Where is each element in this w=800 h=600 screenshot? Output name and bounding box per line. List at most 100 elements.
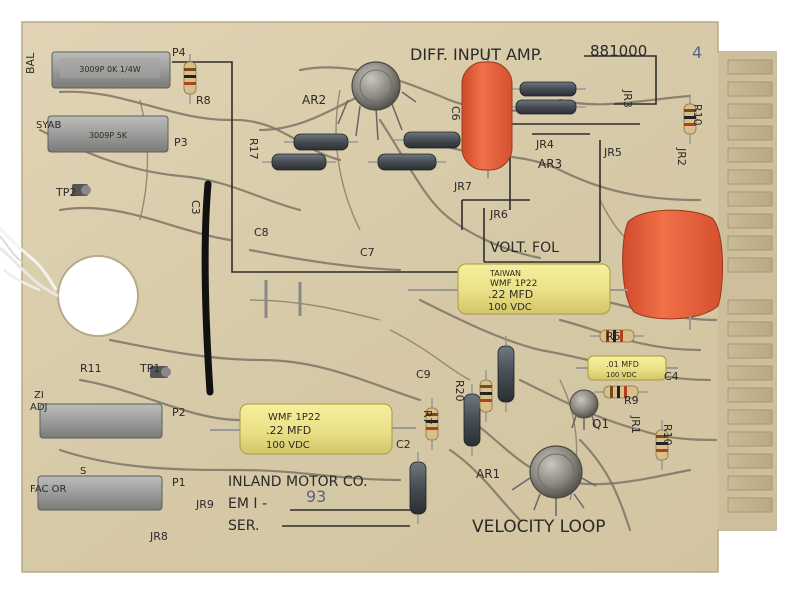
label-jr4: JR4	[535, 138, 554, 151]
label-r11: R11	[80, 362, 102, 375]
label-r10-lower: R10	[661, 424, 674, 446]
label-jr1: JR1	[629, 415, 642, 434]
resistor-r8	[183, 54, 197, 104]
label-c8: C8	[254, 226, 269, 239]
label-symb: SYAB	[36, 120, 62, 131]
op-amp-can-ar2	[337, 61, 417, 141]
label-c7: C7	[360, 246, 375, 259]
trimpot-p4: 3009P 0K 1/4W	[51, 51, 171, 89]
label-r9: R9	[624, 394, 639, 407]
label-r8: R8	[196, 94, 211, 107]
label-c4: C4	[664, 370, 679, 383]
string-tag	[0, 227, 59, 298]
label-ser: SER.	[228, 518, 259, 534]
connector-finger	[727, 257, 773, 273]
op-amp-can-ar1	[511, 445, 597, 516]
test-point-tp2	[72, 184, 91, 196]
mounting-hole	[57, 255, 139, 337]
capacitor-yellow-upper: TAIWAN WMF 1P22 .22 MFD 100 VDC	[408, 263, 628, 315]
label-p4: P4	[172, 46, 186, 59]
label-r20: R20	[453, 380, 466, 402]
label-company: INLAND MOTOR CO.	[228, 474, 368, 490]
label-jr7: JR7	[453, 180, 472, 193]
label-ar2: AR2	[302, 93, 326, 107]
resistor-tan	[655, 420, 669, 470]
label-ar3: AR3	[538, 157, 562, 171]
resistor-tan	[479, 370, 493, 422]
label-zero-adj-2: ADJ	[30, 402, 48, 413]
connector-finger	[727, 59, 773, 75]
capacitor-part-upper: WMF 1P22	[490, 279, 537, 289]
label-tp2: TP2	[55, 186, 76, 199]
connector-finger	[727, 365, 773, 381]
label-em: EM I -	[228, 496, 267, 512]
capacitor-value-lower: .22 MFD	[266, 424, 311, 437]
board-title: DIFF. INPUT AMP.	[410, 45, 543, 64]
capacitor-voltage-lower: 100 VDC	[266, 440, 310, 451]
label-ar1: AR1	[476, 467, 500, 481]
board-number: 881000	[590, 42, 647, 60]
jumper-wire-black	[201, 180, 214, 396]
connector-finger	[727, 81, 773, 97]
connector-finger	[727, 191, 773, 207]
connector-finger	[727, 431, 773, 447]
resistor-dark	[394, 131, 470, 149]
board-number-suffix: 4	[692, 43, 702, 62]
resistor-dark	[409, 452, 427, 524]
capacitor-part-lower: WMF 1P22	[268, 412, 321, 423]
trimpot-p3: 3009P 5K	[47, 115, 169, 153]
label-jr8: JR8	[149, 530, 168, 543]
capacitor-yellow-small: .01 MFD 100 VDC	[576, 355, 678, 381]
connector-finger	[727, 343, 773, 359]
trimpot-p2	[39, 403, 163, 439]
resistor-dark	[497, 336, 515, 412]
capacitor-value-upper: .22 MFD	[488, 288, 533, 301]
capacitor-pins-c7	[264, 280, 302, 318]
transistor-q1	[569, 389, 599, 430]
resistor-tan	[594, 385, 648, 399]
silkscreen-outlines	[172, 55, 657, 527]
resistor-dark	[506, 99, 586, 115]
capacitor-voltage-upper: 100 VDC	[488, 302, 532, 313]
capacitor-yellow-lower: WMF 1P22 .22 MFD 100 VDC	[210, 403, 416, 455]
label-tp1: TP1	[139, 362, 160, 375]
label-velocity-loop: VELOCITY LOOP	[472, 517, 606, 537]
connector-finger	[727, 235, 773, 251]
connector-finger	[727, 387, 773, 403]
edge-connector	[718, 52, 776, 530]
trimpot-p4-marking: 3009P 0K 1/4W	[79, 65, 140, 74]
capacitor-value-small: .01 MFD	[606, 360, 639, 369]
resistor-dark	[262, 153, 336, 171]
resistor-tan	[425, 398, 439, 450]
label-jr3: JR3	[621, 89, 634, 108]
resistor-tan	[683, 94, 697, 144]
label-r7: R7	[421, 410, 434, 425]
silkscreen-labels: DIFF. INPUT AMP. 881000 4 BAL SYAB P4 P3…	[24, 42, 704, 543]
connector-finger	[727, 497, 773, 513]
label-zero-adj-1: ZI	[34, 390, 44, 401]
label-c9: C9	[416, 368, 431, 381]
label-p2: P2	[172, 406, 186, 419]
resistor-dark	[510, 81, 586, 97]
trimpot-p1	[37, 475, 163, 511]
trimpot-p3-marking: 3009P 5K	[89, 131, 128, 140]
label-c6: C6	[449, 106, 462, 121]
label-c2: C2	[396, 438, 411, 451]
connector-finger	[727, 475, 773, 491]
label-r10: R10	[691, 104, 704, 126]
capacitor-large-orange	[622, 209, 724, 330]
label-em-value: 93	[306, 487, 326, 506]
test-point-tp1	[150, 366, 171, 378]
connector-finger	[727, 453, 773, 469]
label-c3: C3	[189, 200, 202, 215]
label-q1: Q1	[592, 417, 609, 431]
label-p3: P3	[174, 136, 188, 149]
resistor-dark	[463, 384, 481, 456]
capacitor-voltage-small: 100 VDC	[606, 371, 637, 379]
label-p1: P1	[172, 476, 186, 489]
label-volt-fol: VOLT. FOL	[490, 240, 559, 256]
connector-finger	[727, 125, 773, 141]
label-jr2: JR2	[675, 147, 688, 166]
resistor-dark	[368, 153, 446, 171]
